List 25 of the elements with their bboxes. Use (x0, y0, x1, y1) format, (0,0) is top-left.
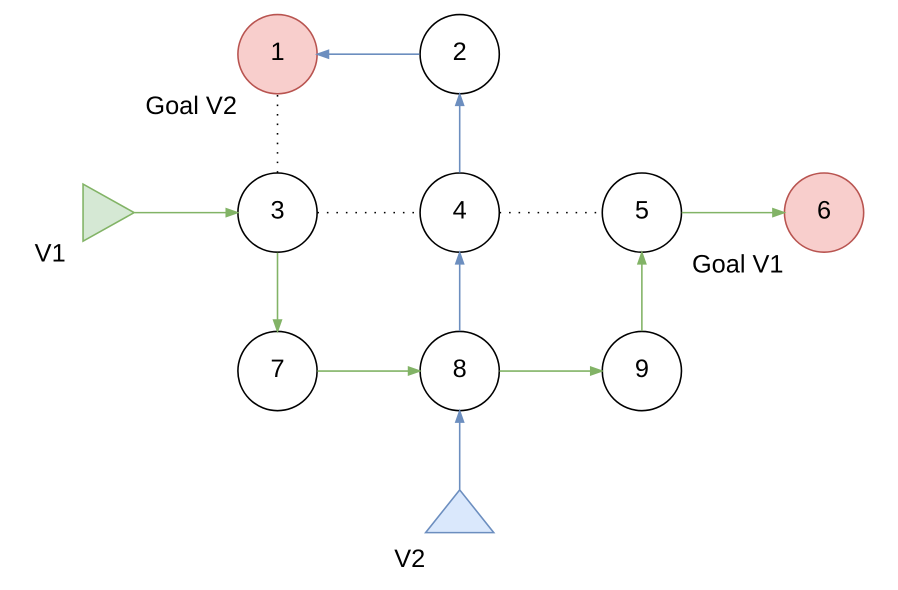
arrow (454, 250, 465, 332)
arrow (500, 366, 604, 376)
arrow (314, 49, 420, 60)
arrow (636, 250, 647, 332)
node-triangle (424, 488, 496, 534)
node-circle: 5 (601, 172, 682, 254)
arrow (134, 208, 240, 218)
arrow (682, 208, 786, 218)
node-label: Goal V2 (145, 92, 237, 120)
node-circle: 6 (784, 172, 864, 254)
arrow (272, 252, 282, 334)
node-circle: 2 (419, 14, 500, 95)
node-label: V2 (394, 545, 426, 574)
node-circle: 1 (237, 14, 318, 95)
node-circle: 7 (237, 330, 318, 412)
node-circle: 9 (601, 330, 682, 412)
node-label: Goal V1 (692, 250, 784, 279)
arrow (454, 92, 465, 173)
node-triangle (82, 182, 136, 242)
node-circle: 4 (419, 172, 500, 254)
arrow (317, 366, 422, 376)
node-circle: 8 (419, 330, 500, 412)
node-circle: 3 (237, 172, 318, 254)
node-label: V1 (34, 239, 66, 268)
arrow (454, 408, 465, 490)
